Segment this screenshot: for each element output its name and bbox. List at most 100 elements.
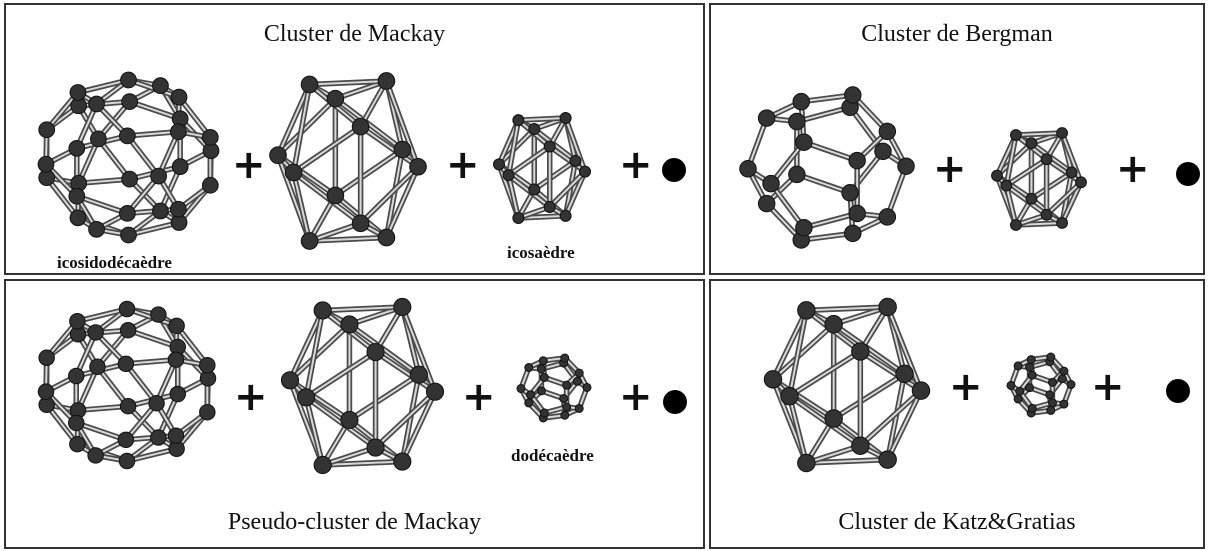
atom-node xyxy=(285,164,302,181)
atom-node xyxy=(879,123,896,140)
atom-node xyxy=(879,209,896,226)
atom-node xyxy=(1007,381,1015,389)
atom-node xyxy=(1076,177,1087,188)
panel-bergman-cluster: Cluster de Bergman + + xyxy=(709,3,1205,275)
atom-node xyxy=(89,221,105,237)
plus-sign: + xyxy=(933,149,967,189)
atom-node xyxy=(202,177,218,193)
atom-node xyxy=(327,187,344,204)
atom-node xyxy=(1066,167,1077,178)
atom-node xyxy=(1047,406,1055,414)
small-dodecahedron-figure xyxy=(1001,347,1081,423)
wireframe-edges xyxy=(278,81,418,241)
atom-node xyxy=(540,374,548,382)
atom-node xyxy=(527,391,535,399)
atom-node xyxy=(394,298,411,315)
atom-node xyxy=(70,210,86,226)
atom-node xyxy=(119,206,135,222)
plus-sign: + xyxy=(619,145,653,185)
atom-node xyxy=(168,352,183,367)
caption-icosidodecahedron: icosidodécaèdre xyxy=(57,253,172,273)
atom-node xyxy=(119,301,134,316)
panel-title: Pseudo-cluster de Mackay xyxy=(6,509,703,536)
atom-node xyxy=(798,302,815,319)
atom-node xyxy=(1026,138,1037,149)
atom-node xyxy=(764,371,781,388)
atom-node xyxy=(314,302,331,319)
atom-node xyxy=(410,158,427,175)
atom-node xyxy=(852,437,869,454)
caption-icosahedron: icosaèdre xyxy=(507,243,575,263)
atom-node xyxy=(852,343,869,360)
atom-node xyxy=(561,354,569,362)
panel-katz-gratias-cluster: + + Cluster de Katz&Gratias xyxy=(709,279,1205,549)
atom-node xyxy=(563,403,571,411)
icosidodecahedron-figure xyxy=(36,299,218,471)
panel-title: Cluster de Mackay xyxy=(6,21,703,48)
atom-node xyxy=(796,134,813,151)
atom-node xyxy=(314,456,331,473)
large-icosahedron-figure xyxy=(268,71,428,251)
icosahedron-figure xyxy=(987,123,1091,235)
atom-node xyxy=(1028,371,1036,379)
atom-node xyxy=(170,386,185,401)
atom-node xyxy=(560,394,568,402)
atom-node xyxy=(69,140,85,156)
atom-node xyxy=(781,387,798,404)
icosahedron-figure xyxy=(280,297,445,475)
atom-node xyxy=(529,184,540,195)
atom-node xyxy=(168,428,183,443)
atom-node xyxy=(758,110,774,127)
atom-node xyxy=(573,377,581,385)
atom-node xyxy=(394,453,411,470)
atom-node xyxy=(825,410,842,427)
atom-node xyxy=(1011,130,1022,141)
atom-node xyxy=(1057,128,1068,139)
atom-node xyxy=(529,124,540,135)
wireframe-nodes xyxy=(38,72,219,243)
atom-node xyxy=(1048,399,1056,407)
atom-node xyxy=(537,387,545,395)
atom-node xyxy=(151,307,166,322)
atom-node xyxy=(38,156,54,172)
atom-node xyxy=(170,124,186,140)
atom-node xyxy=(796,219,813,236)
central-atom xyxy=(662,158,686,182)
atom-node xyxy=(341,411,358,428)
atom-node xyxy=(118,432,133,447)
atom-node xyxy=(39,350,54,365)
atom-node xyxy=(539,357,547,365)
atom-node xyxy=(1058,375,1066,383)
atom-node xyxy=(270,147,287,164)
atom-node xyxy=(69,415,84,430)
atom-node xyxy=(1041,209,1052,220)
atom-node xyxy=(789,113,806,130)
atom-node xyxy=(798,454,815,471)
atom-node xyxy=(570,155,581,166)
plus-sign: + xyxy=(234,377,268,417)
atom-node xyxy=(875,143,892,160)
atom-node xyxy=(69,188,85,204)
atom-node xyxy=(200,358,215,373)
atom-node xyxy=(151,168,167,184)
atom-node xyxy=(378,229,395,246)
atom-node xyxy=(70,85,86,101)
atom-node xyxy=(301,233,318,250)
plus-sign: + xyxy=(1116,149,1150,189)
wireframe-edges xyxy=(773,307,921,463)
atom-node xyxy=(170,201,186,217)
atom-node xyxy=(171,89,187,105)
atom-node xyxy=(120,322,135,337)
atom-node xyxy=(513,115,524,126)
small-icosahedron-figure xyxy=(489,108,595,228)
atom-node xyxy=(763,175,780,192)
atom-node xyxy=(151,430,166,445)
atom-node xyxy=(1060,367,1068,375)
dodecahedron-figure xyxy=(738,85,916,250)
atom-node xyxy=(525,364,533,372)
atom-node xyxy=(122,171,138,187)
atom-node xyxy=(70,436,85,451)
atom-node xyxy=(849,152,866,169)
atom-node xyxy=(1060,400,1068,408)
atom-node xyxy=(740,161,757,178)
